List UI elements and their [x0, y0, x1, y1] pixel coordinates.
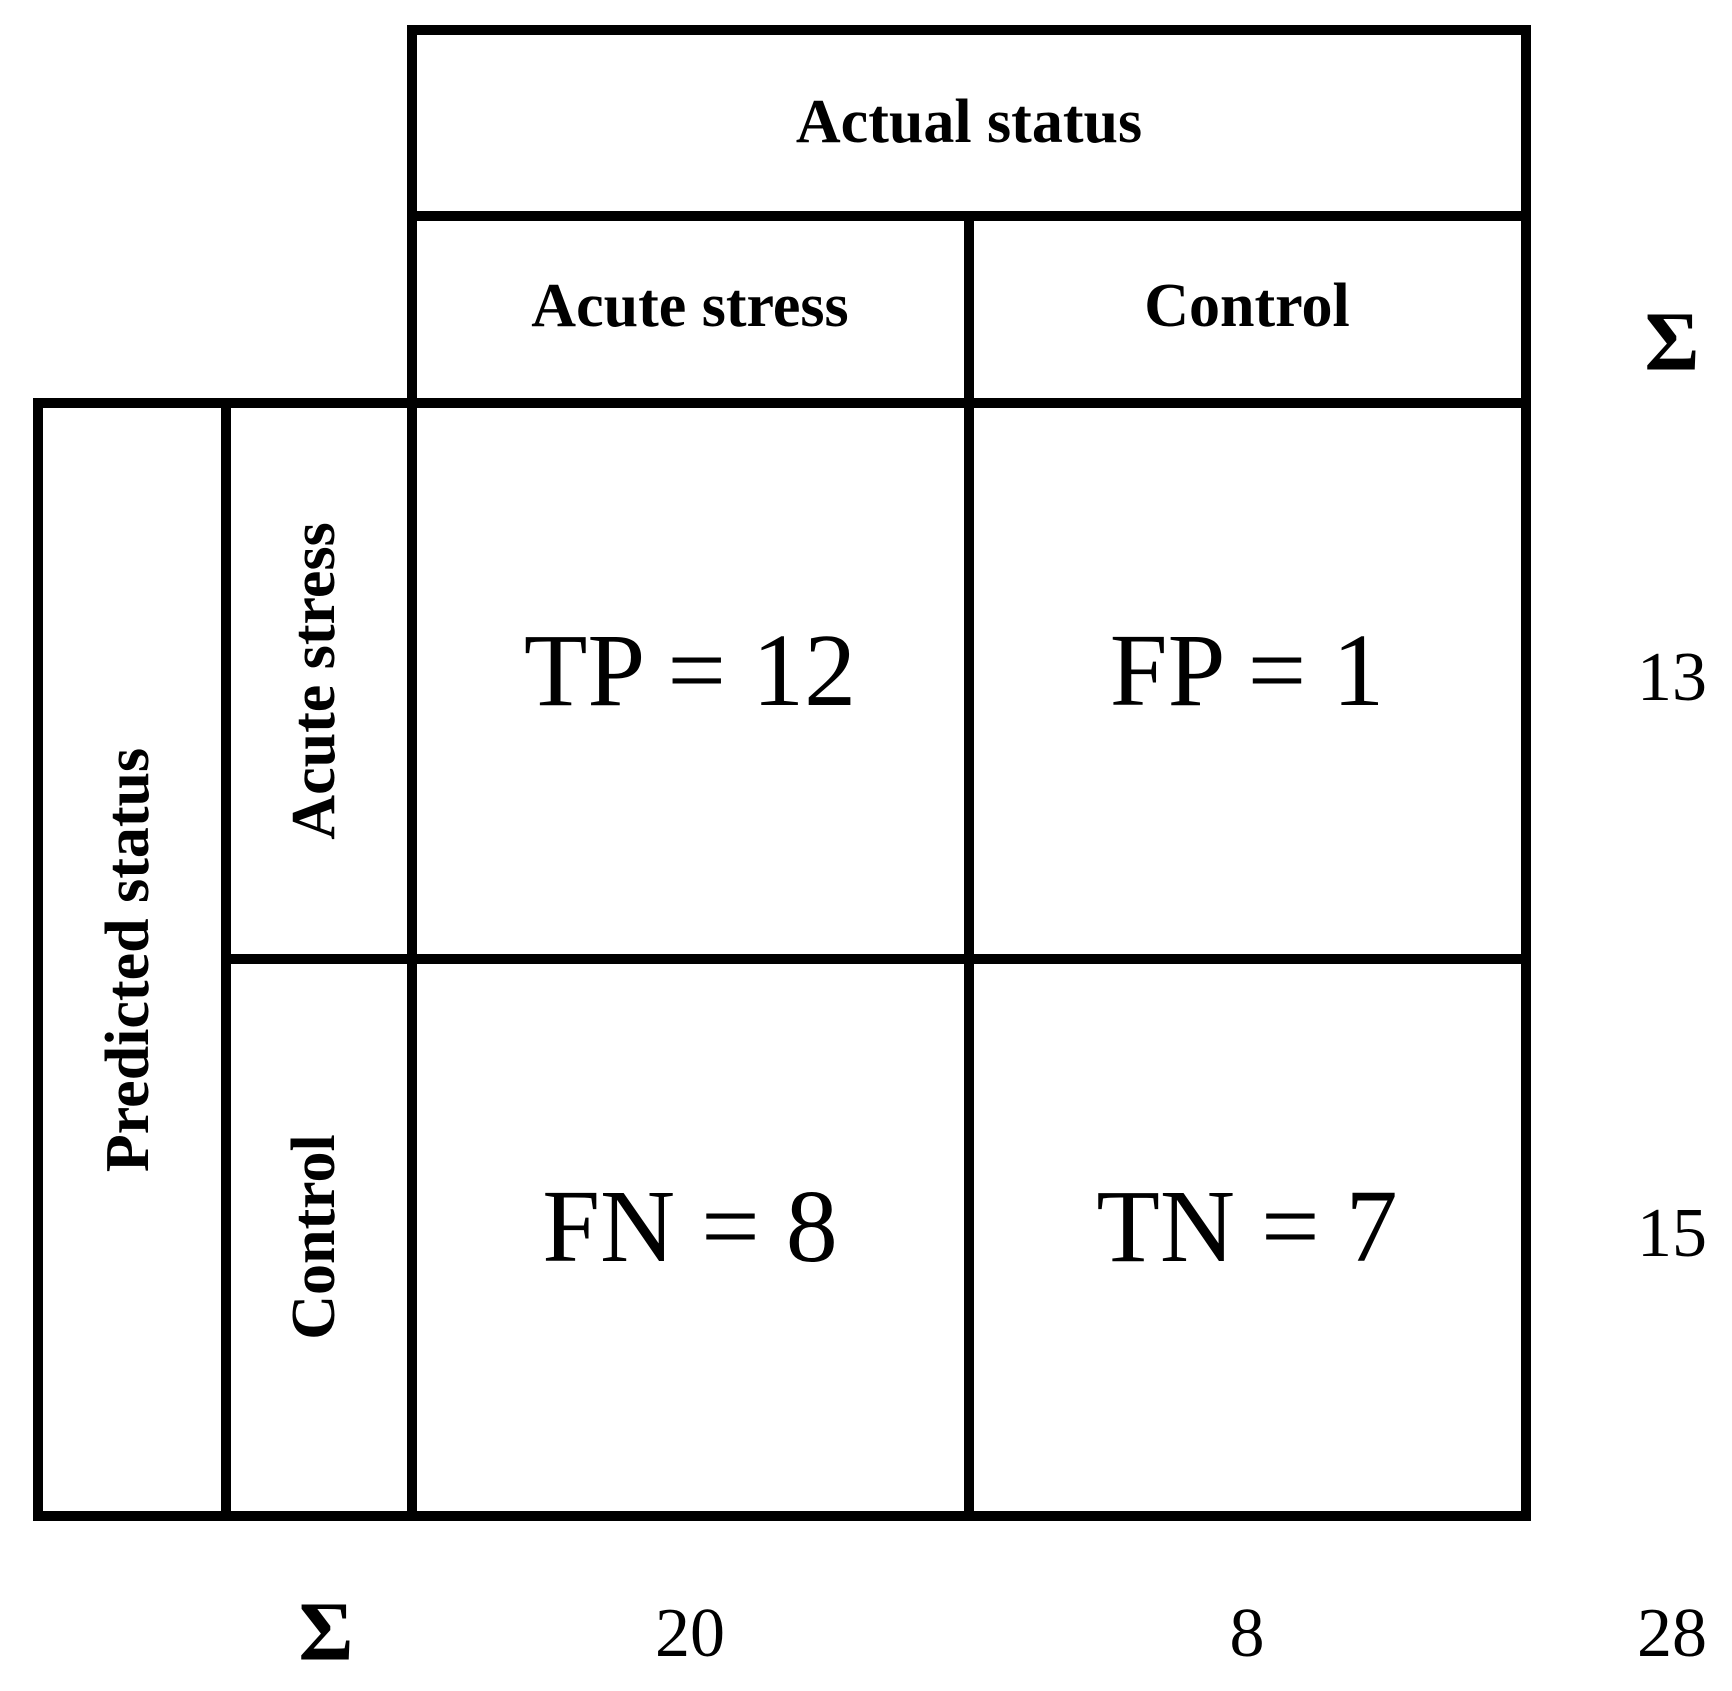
row-header-acute-stress: Acute stress	[280, 522, 348, 839]
predicted-status-header: Predicted status	[94, 748, 162, 1172]
row-total-control: 15	[1637, 1195, 1707, 1272]
column-header-control: Control	[1144, 272, 1350, 340]
column-header-acute-stress: Acute stress	[531, 272, 848, 340]
cell-true-positive: TP = 12	[524, 613, 856, 728]
column-total-control: 8	[1230, 1595, 1265, 1672]
column-total-acute-stress: 20	[655, 1595, 725, 1672]
row-header-control: Control	[280, 1134, 348, 1340]
row-sum-symbol: Σ	[1645, 295, 1700, 388]
grand-total: 28	[1637, 1595, 1707, 1672]
actual-status-header: Actual status	[796, 88, 1142, 156]
cell-false-positive: FP = 1	[1110, 613, 1384, 728]
row-total-acute-stress: 13	[1637, 639, 1707, 716]
cell-false-negative: FN = 8	[542, 1169, 838, 1284]
cell-true-negative: TN = 7	[1096, 1169, 1397, 1284]
grid-lines	[33, 25, 1531, 1521]
column-sum-symbol: Σ	[299, 1585, 354, 1678]
